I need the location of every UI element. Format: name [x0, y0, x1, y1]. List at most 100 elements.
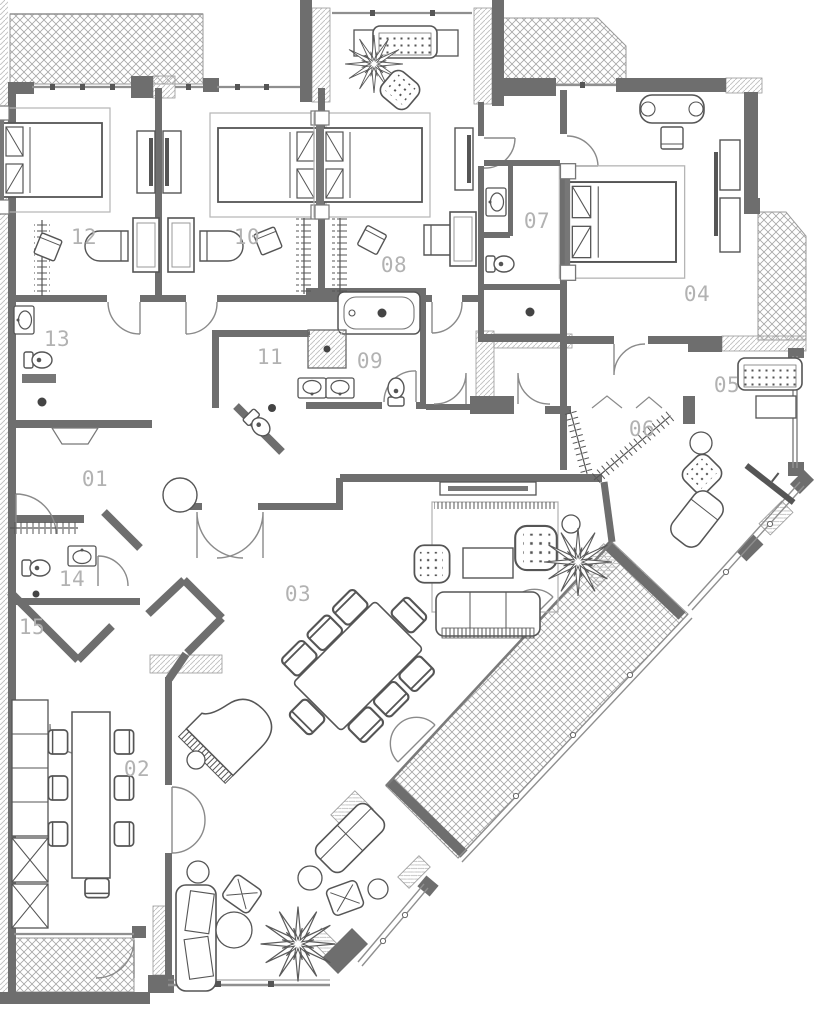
furniture-lounge-05: [670, 357, 803, 548]
sofa-top-lounge: [372, 25, 438, 59]
piano-stool: [186, 750, 206, 770]
balcony-top-center: [493, 17, 627, 85]
coat-rack-hall: [10, 522, 78, 534]
walls: [0, 0, 815, 1004]
dining-chair: [47, 821, 69, 847]
ottoman-room-12: [132, 217, 160, 273]
window-mullions: [50, 10, 585, 987]
room-label-15: 15: [19, 615, 45, 639]
room-label-04: 04: [684, 282, 710, 306]
drain-room-11: [268, 404, 276, 412]
ottoman-room-08: [449, 211, 477, 267]
furniture-living: [162, 477, 613, 784]
sink-room-14: [67, 545, 97, 567]
drain-room-14: [32, 590, 40, 598]
room-labels: 01 02 03 04 05 06 07 08 09 10 11 12 13 1…: [19, 209, 740, 781]
room-label-02: 02: [124, 757, 150, 781]
chair-room-08: [356, 224, 388, 256]
armchair-x-left: [220, 872, 264, 916]
round-table: [367, 878, 389, 900]
sofa-room-05: [737, 357, 803, 391]
round-table: [186, 860, 210, 884]
furniture-kitchen: [11, 699, 135, 929]
balcony-bottom-left: [11, 937, 135, 993]
sitting-area-top: [344, 25, 459, 114]
dining-chair: [47, 729, 69, 755]
balcony-top-left: [9, 13, 204, 85]
sink-room-07: [485, 187, 507, 217]
balcony-wall-cap-bottom: [386, 778, 468, 858]
sink-room-09-right: [325, 377, 355, 399]
dining-chair: [113, 729, 135, 755]
room-label-07: 07: [524, 209, 550, 233]
tv-room-05: [744, 463, 796, 505]
tv-dresser-room-04: [714, 139, 741, 253]
toilet-room-14: [21, 559, 51, 577]
armchair-living-right: [514, 524, 558, 572]
bed-room-04: [558, 162, 686, 282]
sink-room-09-left: [297, 377, 327, 399]
room-label-13: 13: [44, 327, 70, 351]
dining-chair: [47, 775, 69, 801]
closet-rail-06-right: [590, 411, 675, 485]
sofa-room-04: [639, 94, 705, 124]
room-label-06: 06: [629, 417, 655, 441]
kitchen-cabinets-x: [11, 837, 49, 929]
closet-rail-06-left: [564, 408, 593, 476]
niche-room-13: [50, 427, 100, 445]
bed-room-08: [313, 110, 431, 220]
rail-room-10: [296, 218, 312, 294]
sink-room-13: [13, 305, 35, 335]
room-label-08: 08: [381, 253, 407, 277]
bifold-door-marks: [591, 395, 663, 409]
toilet-room-13: [23, 351, 53, 369]
stool-room-04: [660, 126, 684, 150]
tv-cabinet-room-08: [454, 127, 474, 191]
sofa-bottom-left: [175, 884, 217, 992]
room-label-10: 10: [234, 225, 260, 249]
walls-room-07: [478, 160, 560, 342]
dining-chair: [84, 877, 110, 899]
side-table-living: [561, 514, 581, 534]
toilet-room-09: [387, 377, 405, 407]
coffee-table-05: [755, 395, 797, 419]
dining-chair: [113, 821, 135, 847]
dining-table-02: [71, 711, 111, 879]
room-label-11: 11: [257, 345, 283, 369]
room-label-09: 09: [357, 349, 383, 373]
balcony-right: [757, 211, 807, 341]
sofa-living: [435, 591, 541, 639]
coffee-table-living: [462, 547, 514, 579]
appliance-room-09: [377, 308, 387, 318]
drain-room-13: [37, 397, 47, 407]
appliance-room-07: [525, 307, 535, 317]
bed-room-10: [209, 110, 327, 220]
room-label-03: 03: [285, 582, 311, 606]
chaise-room-05: [670, 490, 724, 548]
room-label-12: 12: [71, 225, 97, 249]
room-label-14: 14: [59, 567, 85, 591]
armchair-top-lounge: [375, 66, 425, 114]
toilet-room-07: [485, 255, 515, 273]
furniture-bedrooms: [0, 25, 741, 282]
room-label-01: 01: [82, 467, 108, 491]
round-table-large: [215, 911, 253, 949]
shower-room-09: [307, 329, 347, 369]
ottoman-room-10: [167, 217, 195, 273]
room-label-05: 05: [714, 373, 740, 397]
furniture-lounge-bottom: [175, 799, 389, 992]
balcony-wall-cap-top: [602, 540, 686, 620]
rug-fringe: [434, 502, 556, 509]
bathroom-fixtures: [13, 160, 560, 598]
round-table-05: [689, 431, 713, 455]
tv-panel-living: [439, 481, 537, 496]
tv-cabinet-room-12: [136, 130, 156, 194]
armchair-living-left: [413, 544, 451, 584]
tv-cabinet-room-10: [162, 130, 182, 194]
hall-round-table: [162, 477, 198, 513]
bed-room-12: [0, 105, 111, 215]
round-table: [297, 865, 323, 891]
dining-set-living: [279, 587, 437, 745]
